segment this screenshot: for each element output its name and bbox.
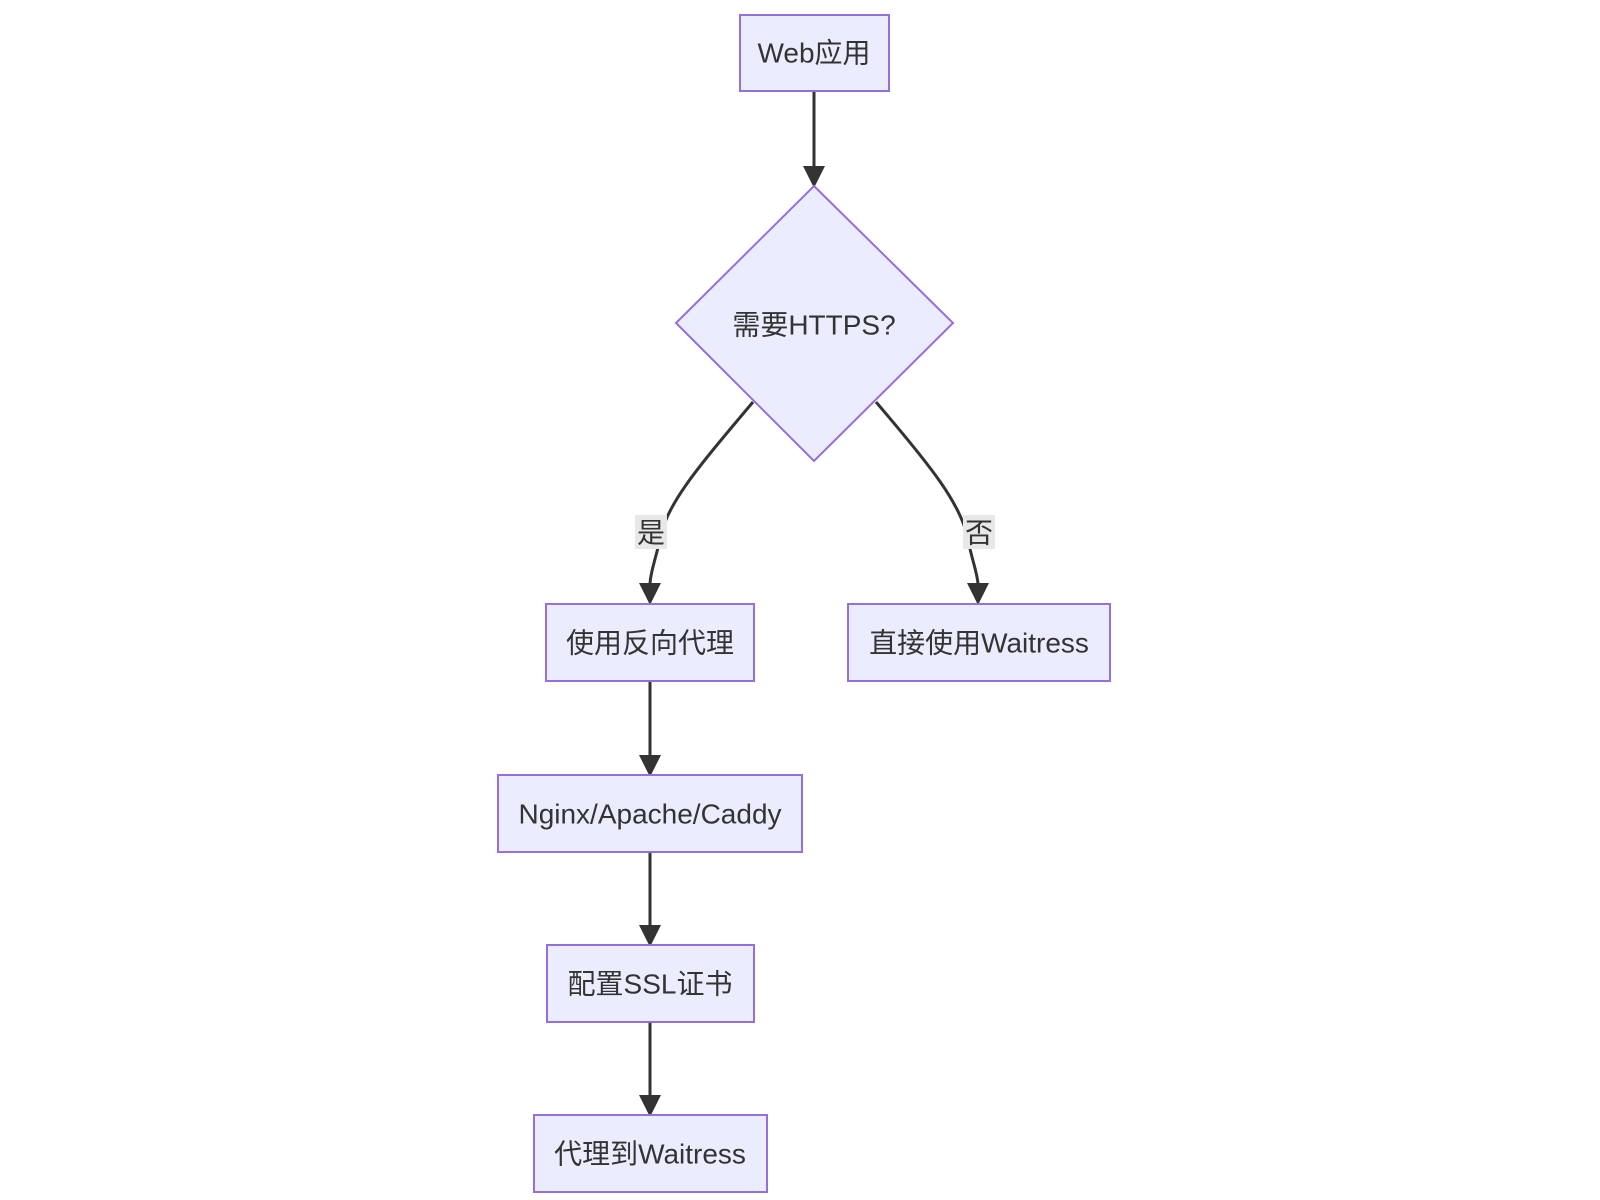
arrowhead-servers (639, 755, 661, 777)
node-direct-waitress[interactable]: 直接使用Waitress (847, 603, 1111, 682)
arrowhead-decision (803, 166, 825, 188)
arrowhead-ssl (639, 925, 661, 947)
edge-label-no-text: 否 (965, 518, 993, 549)
node-proxy-to-waitress-label: 代理到Waitress (554, 1139, 746, 1170)
arrowhead-direct-waitress (967, 583, 989, 605)
edge-decision-yes (648, 401, 755, 586)
node-proxy-servers[interactable]: Nginx/Apache/Caddy (497, 774, 803, 853)
node-decision[interactable]: 需要HTTPS? (674, 184, 955, 463)
node-web-app[interactable]: Web应用 (739, 14, 890, 92)
arrowhead-proxy-waitress (639, 1095, 661, 1117)
node-ssl-cert-label: 配置SSL证书 (568, 969, 733, 1000)
node-reverse-proxy-label: 使用反向代理 (566, 628, 734, 659)
node-proxy-to-waitress[interactable]: 代理到Waitress (533, 1114, 768, 1193)
node-reverse-proxy[interactable]: 使用反向代理 (545, 603, 755, 682)
node-decision-label: 需要HTTPS? (732, 310, 895, 341)
edge-decision-no (874, 401, 980, 586)
edge-label-no: 否 (963, 515, 995, 549)
node-proxy-servers-label: Nginx/Apache/Caddy (518, 799, 781, 830)
node-direct-waitress-label: 直接使用Waitress (869, 628, 1089, 659)
edge-label-yes-text: 是 (637, 518, 665, 549)
edge-label-yes: 是 (635, 515, 667, 549)
node-web-app-label: Web应用 (757, 38, 870, 69)
arrowhead-reverse-proxy (639, 583, 661, 605)
node-ssl-cert[interactable]: 配置SSL证书 (546, 944, 755, 1023)
